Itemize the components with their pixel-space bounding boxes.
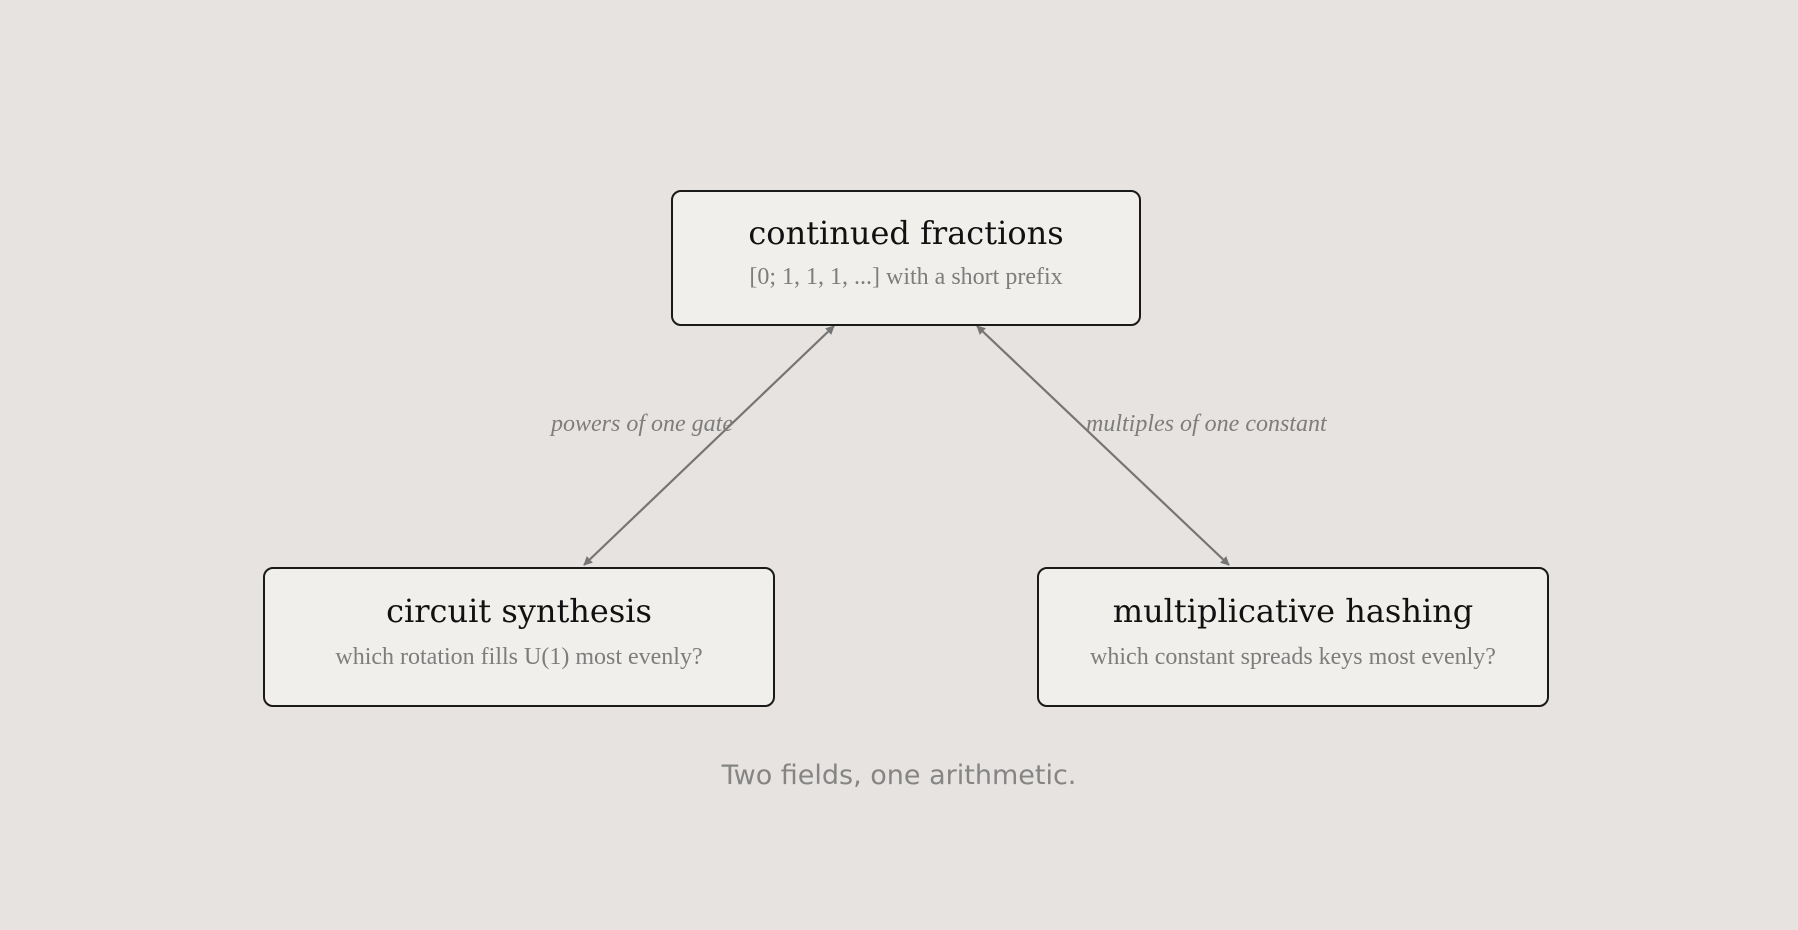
arrow-top-to-left (583, 325, 835, 566)
edge-label-multiples-of-one-constant: multiples of one constant (1086, 411, 1327, 437)
node-title: multiplicative hashing (1112, 592, 1474, 630)
diagram-caption: Two fields, one arithmetic. (721, 760, 1077, 791)
node-circuit-synthesis[interactable]: circuit synthesis which rotation fills U… (263, 567, 775, 707)
node-title: circuit synthesis (386, 592, 652, 630)
node-continued-fractions[interactable]: continued fractions [0; 1, 1, 1, ...] wi… (671, 190, 1141, 326)
node-subtitle: which rotation fills U(1) most evenly? (335, 644, 703, 670)
arrow-top-to-right (976, 325, 1230, 566)
edge-label-powers-of-one-gate: powers of one gate (551, 411, 733, 437)
node-subtitle: [0; 1, 1, 1, ...] with a short prefix (749, 264, 1063, 290)
node-title: continued fractions (748, 214, 1064, 252)
node-subtitle: which constant spreads keys most evenly? (1090, 644, 1496, 670)
node-multiplicative-hashing[interactable]: multiplicative hashing which constant sp… (1037, 567, 1549, 707)
